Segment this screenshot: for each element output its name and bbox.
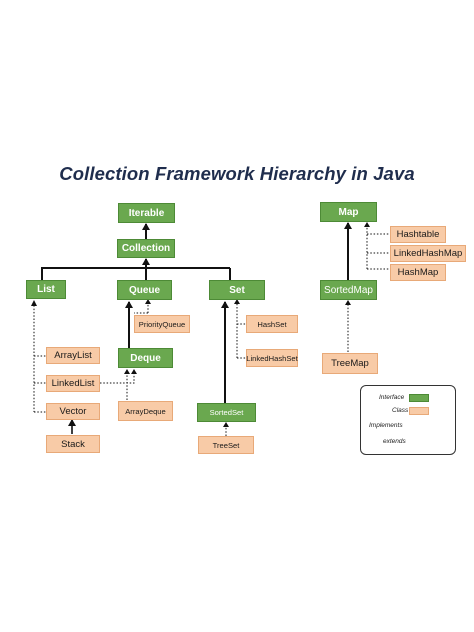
node-treeset: TreeSet — [198, 436, 254, 454]
node-set: Set — [209, 280, 265, 300]
node-linkedlist: LinkedList — [46, 375, 100, 392]
legend: Interface Class Implements extends — [360, 385, 456, 455]
node-deque: Deque — [118, 348, 173, 368]
node-sortedmap: SortedMap — [320, 280, 377, 300]
node-linkedhashset: LinkedHashSet — [246, 349, 298, 367]
node-linkedhashmap: LinkedHashMap — [390, 245, 466, 262]
diagram-title: Collection Framework Hierarchy in Java — [59, 163, 415, 184]
node-hashset: HashSet — [246, 315, 298, 333]
node-map: Map — [320, 202, 377, 222]
node-sortedset: SortedSet — [197, 403, 256, 422]
node-stack: Stack — [46, 435, 100, 453]
node-collection: Collection — [117, 239, 175, 258]
legend-interface-swatch — [409, 394, 429, 402]
node-vector: Vector — [46, 403, 100, 420]
node-hashtable: Hashtable — [390, 226, 446, 243]
node-arraylist: ArrayList — [46, 347, 100, 364]
legend-class-label: Class — [392, 407, 409, 414]
node-list: List — [26, 280, 66, 299]
legend-extends-label: extends — [383, 438, 406, 445]
legend-class-swatch — [409, 407, 429, 415]
node-arraydeque: ArrayDeque — [118, 401, 173, 421]
edge-linkedlist-deque — [100, 370, 135, 384]
legend-interface-label: Interface — [379, 394, 405, 401]
node-treemap: TreeMap — [322, 353, 378, 374]
node-iterable: Iterable — [118, 203, 175, 223]
edge-children-collection — [41, 267, 230, 280]
node-queue: Queue — [117, 280, 172, 300]
legend-implements-label: Implements — [369, 422, 403, 429]
node-priorityqueue: PriorityQueue — [134, 315, 190, 333]
node-hashmap: HashMap — [390, 264, 446, 281]
